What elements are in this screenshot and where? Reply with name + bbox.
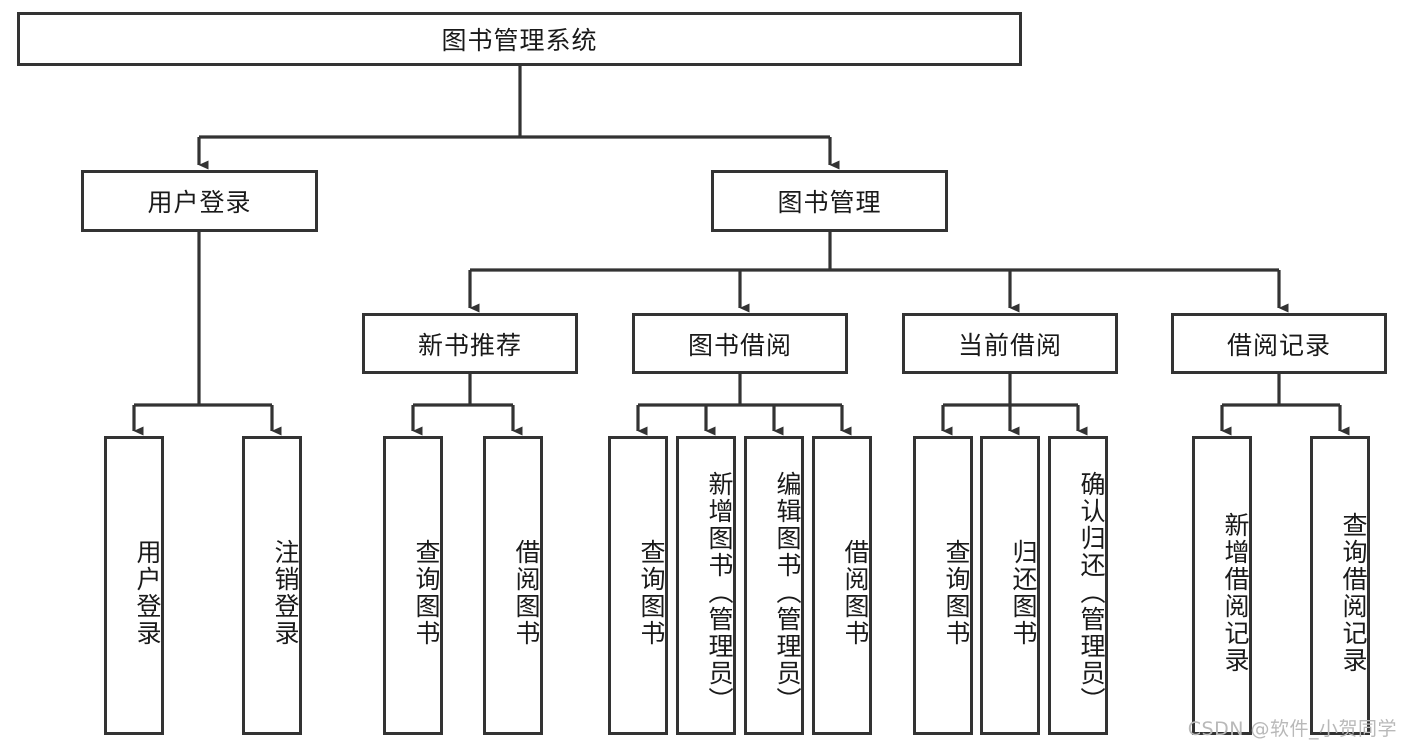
node-label: 查询图书 (412, 538, 441, 647)
node-label: 归还图书 (1009, 538, 1038, 647)
watermark-text: CSDN @软件_小贺同学 (1187, 718, 1397, 740)
node-label: 查询图书 (942, 538, 971, 647)
leaf-book-borrow-edit-book-admin[interactable]: 编辑图书（管理员） (744, 436, 804, 735)
node-current-borrow[interactable]: 当前借阅 (902, 313, 1118, 374)
leaf-current-borrow-return-book[interactable]: 归还图书 (980, 436, 1040, 735)
leaf-book-borrow-borrow-book[interactable]: 借阅图书 (812, 436, 872, 735)
node-label: 当前借阅 (957, 330, 1062, 360)
leaf-book-borrow-add-book-admin[interactable]: 新增图书（管理员） (676, 436, 736, 735)
node-label: 借阅图书 (512, 538, 541, 647)
leaf-borrow-record-add-record[interactable]: 新增借阅记录 (1192, 436, 1252, 735)
node-label: 新书推荐 (417, 330, 522, 360)
node-label: 图书借阅 (687, 330, 792, 360)
node-label: 编辑图书（管理员） (773, 471, 802, 714)
leaf-new-book-query-book[interactable]: 查询图书 (383, 436, 443, 735)
leaf-current-borrow-confirm-return-admin[interactable]: 确认归还（管理员） (1048, 436, 1108, 735)
node-label: 用户登录 (133, 538, 162, 647)
leaf-user-login-do-login[interactable]: 用户登录 (104, 436, 164, 735)
node-user-login[interactable]: 用户登录 (81, 170, 318, 232)
node-label: 借阅图书 (841, 538, 870, 647)
node-label: 借阅记录 (1226, 330, 1331, 360)
node-label: 注销登录 (271, 538, 300, 647)
leaf-new-book-borrow-book[interactable]: 借阅图书 (483, 436, 543, 735)
node-label: 确认归还（管理员） (1077, 471, 1106, 714)
node-label: 查询借阅记录 (1339, 511, 1368, 674)
node-label: 用户登录 (147, 188, 252, 217)
leaf-current-borrow-query-book[interactable]: 查询图书 (913, 436, 973, 735)
leaf-borrow-record-query-record[interactable]: 查询借阅记录 (1310, 436, 1370, 735)
node-new-book-recommend[interactable]: 新书推荐 (362, 313, 578, 374)
node-label: 图书管理 (777, 188, 882, 217)
node-root-system[interactable]: 图书管理系统 (17, 12, 1022, 66)
node-label: 新增借阅记录 (1221, 511, 1250, 674)
node-label: 图书管理系统 (441, 26, 598, 55)
node-label: 查询图书 (637, 538, 666, 647)
node-book-management[interactable]: 图书管理 (711, 170, 948, 232)
node-book-borrow[interactable]: 图书借阅 (632, 313, 848, 374)
node-borrow-record[interactable]: 借阅记录 (1171, 313, 1387, 374)
node-label: 新增图书（管理员） (705, 471, 734, 714)
leaf-user-login-logout[interactable]: 注销登录 (242, 436, 302, 735)
leaf-book-borrow-query-book[interactable]: 查询图书 (608, 436, 668, 735)
